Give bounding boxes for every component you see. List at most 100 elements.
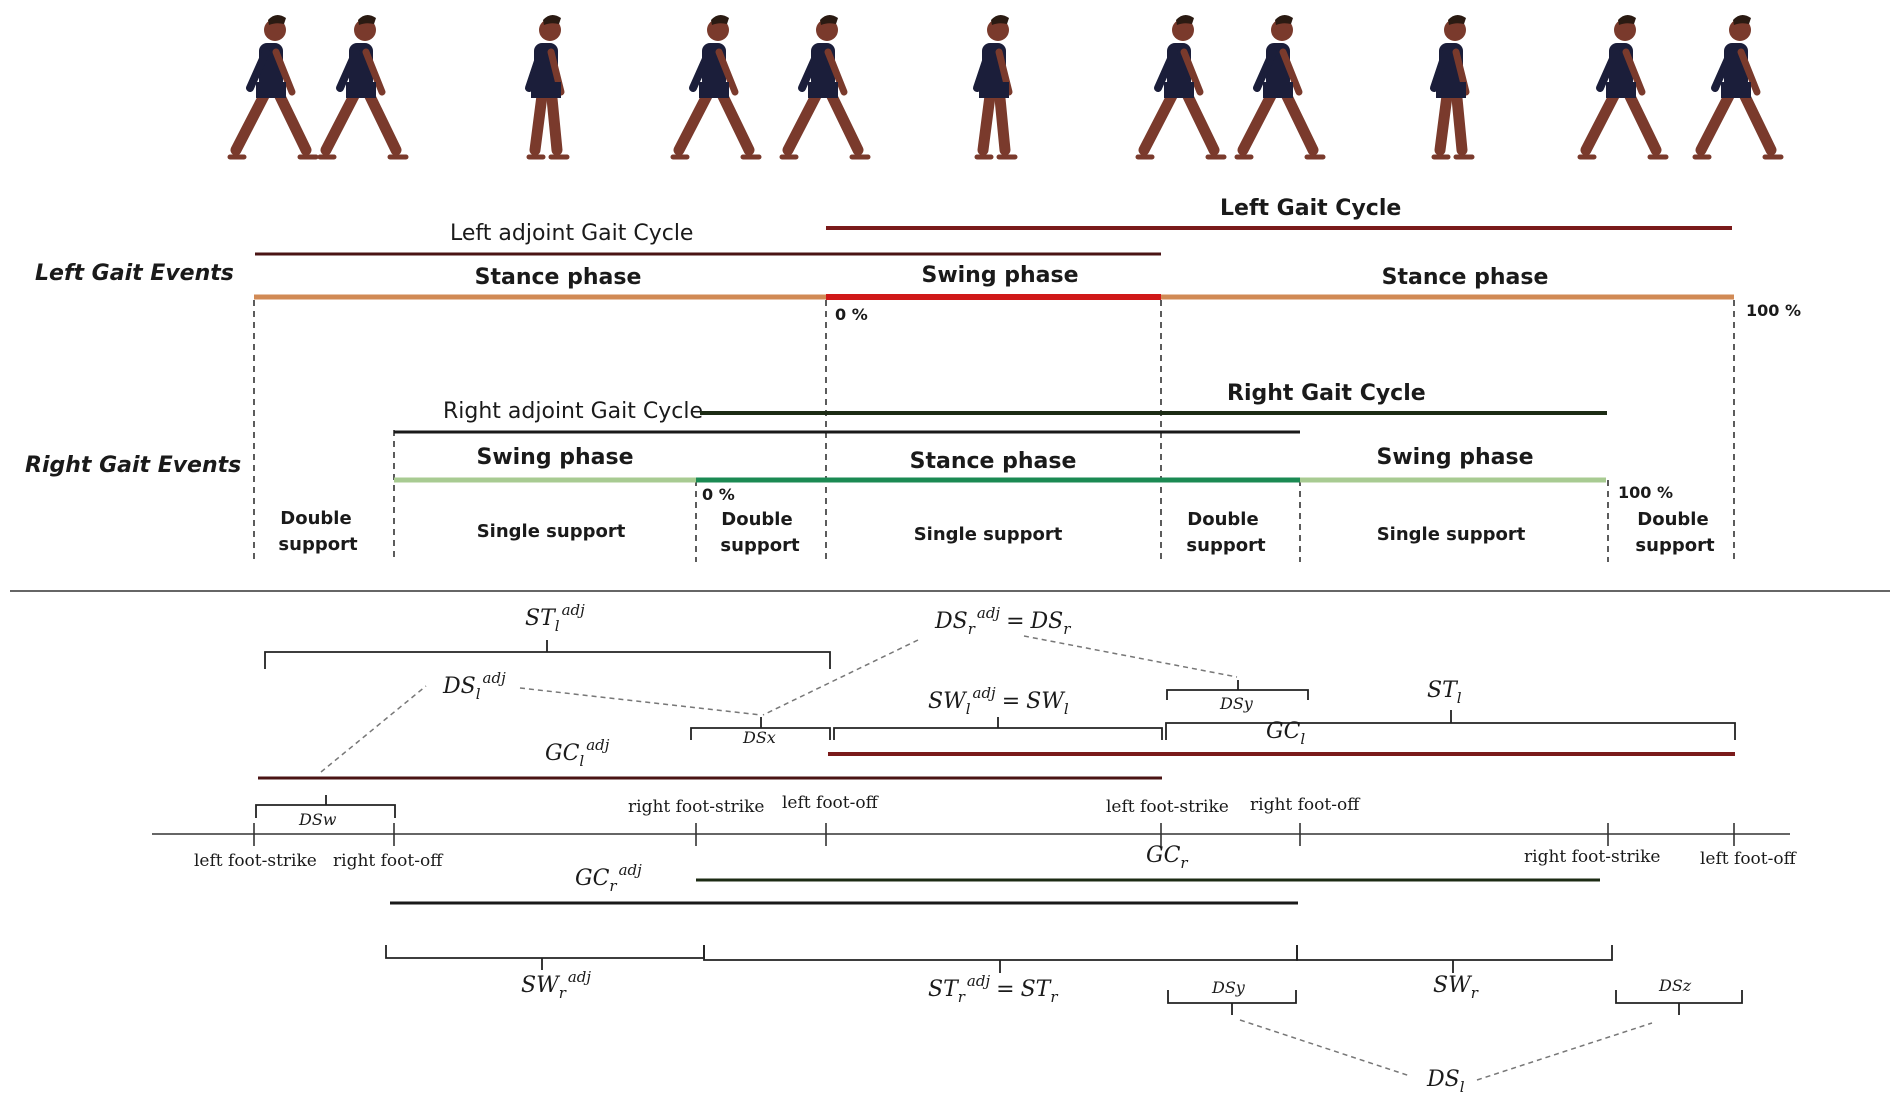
brace-dsw [255,795,396,818]
svg-text:support: support [720,535,800,556]
math-gc-r-adj: GCradj [575,861,642,895]
event-left-foot-off-lower: left foot-off [1700,849,1798,869]
walking-figure [525,14,570,160]
right-cycle-100-percent: 100 % [1618,483,1673,502]
right-gait-cycle-label: Right Gait Cycle [1227,381,1426,406]
svg-text:support: support [1186,535,1266,556]
walker-figure-row [227,14,1784,160]
math-sw-l-adj-eq-sw-l: SWladj=SWl [928,684,1069,718]
math-gc-r: GCr [1146,843,1188,872]
left-stance-phase-1-label: Stance phase [475,265,642,290]
brace-st-left [1165,710,1736,740]
event-right-foot-off-upper: right foot-off [1250,795,1361,815]
walking-figure [317,14,409,160]
single-support-1: Single support [477,521,626,542]
brace-sw-right [1296,945,1613,973]
walking-figure [1692,14,1784,160]
right-adjoint-cycle-label: Right adjoint Gait Cycle [443,399,703,424]
svg-text:support: support [1635,535,1715,556]
math-st-r-adj-eq-st-r: STradj=STr [928,972,1058,1006]
label-dsw: DSw [298,810,337,829]
math-st-l: STl [1427,678,1462,707]
single-support-2: Single support [914,524,1063,545]
double-support-2: Double support [720,509,800,556]
event-left-foot-strike-upper: left foot-strike [1106,797,1229,817]
label-dsy-lower: DSy [1211,978,1246,997]
double-support-4: Double support [1635,509,1715,556]
walking-figure [1135,14,1227,160]
connector-ds-right-adj-to-dsy [1023,635,1238,678]
left-gait-cycle-label: Left Gait Cycle [1220,196,1401,221]
brace-dsx [690,717,831,740]
svg-text:Double: Double [721,509,792,530]
svg-text:GCladj: GCladj [545,736,610,770]
walking-figure [227,14,319,160]
right-gait-events-heading: Right Gait Events [25,453,241,478]
connector-ds-left-to-dsy [1239,1019,1411,1077]
label-dsy-upper: DSy [1219,694,1254,713]
connector-ds-left-adj-to-dsx [519,687,762,716]
event-right-foot-strike-upper: right foot-strike [628,797,764,817]
brace-st-right [703,945,1298,973]
math-sw-r-adj: SWradj [521,968,591,1002]
walking-figure [1577,14,1669,160]
brace-dsy-lower [1167,990,1297,1015]
walking-figure [670,14,762,160]
double-support-3: Double support [1186,509,1266,556]
math-gc-l-adj: GCladj [545,736,610,770]
connector-ds-left-to-dsz [1476,1022,1653,1081]
single-support-3: Single support [1377,524,1526,545]
brace-sw-left [833,717,1163,740]
svg-text:GCr: GCr [1146,843,1188,872]
math-st-l-adj: STladj [525,601,585,635]
event-left-foot-off-upper: left foot-off [782,793,880,813]
left-gait-events-heading: Left Gait Events [35,261,234,286]
connector-ds-right-adj-to-dsx [762,639,919,716]
svg-text:Double: Double [1637,509,1708,530]
timeline-ticks [253,823,1735,846]
walking-figure [779,14,871,160]
left-swing-phase-label: Swing phase [921,263,1078,288]
label-dsz: DSz [1658,976,1692,995]
label-dsx: DSx [742,728,776,747]
math-ds-l-adj: DSladj [442,669,506,703]
walking-figure [1234,14,1326,160]
left-cycle-100-percent: 100 % [1746,301,1801,320]
left-adjoint-cycle-label: Left adjoint Gait Cycle [450,221,693,246]
right-swing-phase-2-label: Swing phase [1376,445,1533,470]
math-ds-l: DSl [1426,1067,1465,1096]
event-right-foot-strike-lower: right foot-strike [1524,847,1660,867]
svg-text:DSl: DSl [1426,1067,1465,1096]
svg-text:SWradj: SWradj [521,968,591,1002]
svg-text:DSladj: DSladj [442,669,506,703]
svg-text:SWr: SWr [1433,973,1479,1002]
brace-st-left-adjoint [264,640,831,669]
svg-text:GCl: GCl [1266,719,1305,748]
connector-ds-left-adj-to-dsw [320,685,427,773]
math-sw-r: SWr [1433,973,1479,1002]
svg-text:Double: Double [280,508,351,529]
svg-text:STladj: STladj [525,601,585,635]
svg-text:SWladj=SWl: SWladj=SWl [928,684,1069,718]
svg-text:GCradj: GCradj [575,861,642,895]
event-right-foot-off-lower: right foot-off [333,851,444,871]
svg-text:support: support [278,534,358,555]
walking-figure [1430,14,1475,160]
svg-text:DSradj=DSr: DSradj=DSr [934,604,1071,638]
right-swing-phase-1-label: Swing phase [476,445,633,470]
brace-dsy-upper [1166,680,1309,700]
svg-text:Double: Double [1187,509,1258,530]
left-cycle-0-percent: 0 % [835,305,868,324]
left-stance-phase-2-label: Stance phase [1382,265,1549,290]
walking-figure [973,14,1018,160]
right-stance-phase-label: Stance phase [910,449,1077,474]
svg-text:STl: STl [1427,678,1462,707]
brace-dsz [1615,990,1743,1015]
svg-text:STradj=STr: STradj=STr [928,972,1058,1006]
math-ds-r-adj-eq-ds-r: DSradj=DSr [934,604,1071,638]
math-gc-l: GCl [1266,719,1305,748]
event-left-foot-strike-lower: left foot-strike [194,851,317,871]
right-cycle-0-percent: 0 % [702,485,735,504]
double-support-1: Double support [278,508,358,555]
